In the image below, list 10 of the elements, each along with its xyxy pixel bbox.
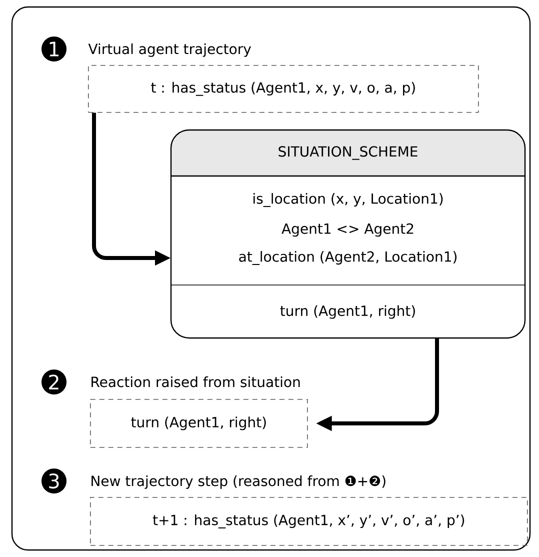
heading-text: Virtual agent trajectory xyxy=(88,43,251,57)
scheme-box: SITUATION_SCHEME is_location (x, y, Location1) Agent1 <> Agent2 at_location (Agent2, Location1) turn (Agent1, right) xyxy=(170,129,526,339)
step-number-badge: 1 xyxy=(42,36,66,62)
step-number-badge: 2 xyxy=(42,370,66,394)
heading-text: Reaction raised from situation xyxy=(92,376,300,388)
dashed-box: t+1 : has_status (Agent1, x’, y’, v’, o’, a’, p’) xyxy=(90,497,528,546)
heading-text: New trajectory step (reasoned from ❶+❷) xyxy=(92,475,386,489)
dashed-box: turn (Agent1, right) xyxy=(90,399,308,448)
step-number-badge: 3 xyxy=(42,468,66,494)
dashed-box: t : has_status (Agent1, x, y, v, o, a, p) xyxy=(88,65,479,113)
